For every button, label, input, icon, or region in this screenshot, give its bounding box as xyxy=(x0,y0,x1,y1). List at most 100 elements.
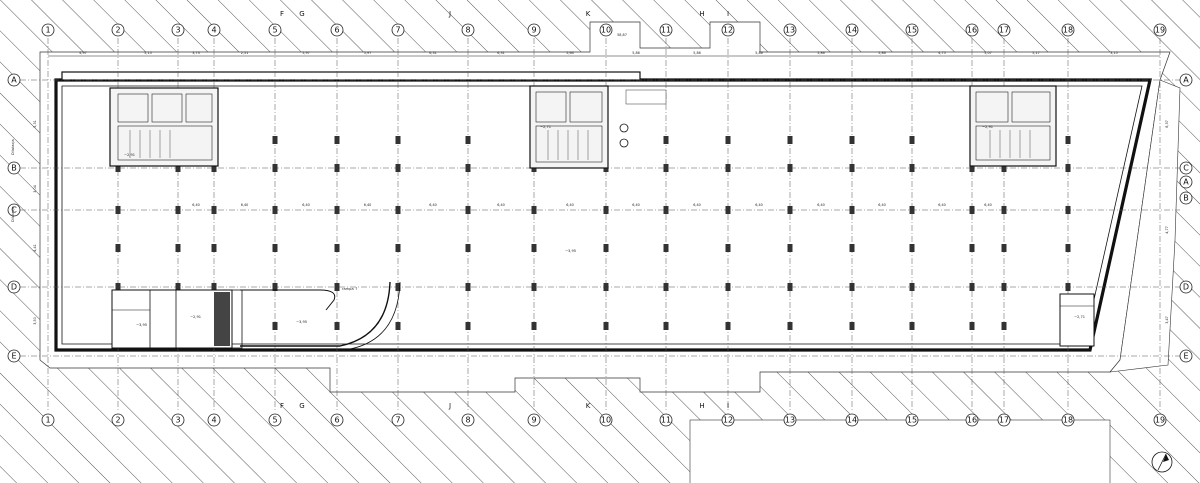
ramp xyxy=(231,281,401,351)
axis-letter-I-top: I xyxy=(727,10,729,18)
structural-column xyxy=(395,322,401,330)
right-street-zone xyxy=(1109,79,1181,373)
axis-bubble-6-top: 6 xyxy=(330,23,344,37)
left-note-2: Dilatacja xyxy=(11,206,15,222)
row-bubble-C-left: C xyxy=(7,203,21,217)
structural-column xyxy=(465,136,471,144)
row-bubble-C-right-1: C xyxy=(1179,161,1193,175)
structural-column xyxy=(663,244,669,252)
svg-text:9: 9 xyxy=(531,26,536,35)
svg-text:E: E xyxy=(1183,352,1188,361)
stair-core-middle xyxy=(529,85,609,169)
svg-text:6: 6 xyxy=(334,26,339,35)
structural-column xyxy=(211,164,217,172)
structural-column xyxy=(603,283,609,291)
dim-right-2: 3,47 xyxy=(1165,316,1169,324)
axis-bubble-5-top: 5 xyxy=(268,23,282,37)
structural-column xyxy=(211,206,217,214)
axis-bubble-8-top: 8 xyxy=(461,23,475,37)
svg-text:18: 18 xyxy=(1063,26,1073,35)
structural-column xyxy=(211,283,217,291)
dim-top-3: 2,51 xyxy=(241,51,249,55)
structural-column xyxy=(787,206,793,214)
row-bubble-D-right-4: D xyxy=(1179,280,1193,294)
svg-text:3: 3 xyxy=(175,26,180,35)
axis-bubble-5-bottom: 5 xyxy=(268,413,282,427)
structural-column xyxy=(395,283,401,291)
row-bubble-A-right-2: A xyxy=(1179,175,1193,189)
structural-column xyxy=(334,244,340,252)
structural-column xyxy=(1065,164,1071,172)
building-outer-wall xyxy=(54,78,1152,352)
dim-bay-12: 6,40 xyxy=(938,203,946,207)
dim-bay-11: 6,40 xyxy=(878,203,886,207)
structural-column xyxy=(465,164,471,172)
structural-column xyxy=(969,322,975,330)
structural-column xyxy=(725,283,731,291)
svg-text:14: 14 xyxy=(847,26,857,35)
svg-text:11: 11 xyxy=(661,26,671,35)
level-note-7: −2,91 xyxy=(190,315,201,319)
structural-column xyxy=(725,206,731,214)
structural-column xyxy=(725,136,731,144)
axis-bubble-11-bottom: 11 xyxy=(659,413,673,427)
dim-left-0: 5,31 xyxy=(33,120,37,128)
structural-column xyxy=(603,206,609,214)
svg-text:7: 7 xyxy=(395,26,400,35)
svg-text:C: C xyxy=(1183,164,1189,173)
axis-bubble-2-bottom: 2 xyxy=(111,413,125,427)
structural-column xyxy=(272,164,278,172)
svg-text:19: 19 xyxy=(1155,416,1165,425)
axis-bubble-10-bottom: 10 xyxy=(599,413,613,427)
structural-column xyxy=(1065,283,1071,291)
axis-letter-J-bottom: J xyxy=(448,402,451,410)
svg-text:10: 10 xyxy=(601,416,611,425)
structural-column xyxy=(969,164,975,172)
structural-column xyxy=(909,206,915,214)
axis-bubble-16-bottom: 16 xyxy=(965,413,979,427)
structural-column xyxy=(175,164,181,172)
top-wall-extension xyxy=(61,71,641,81)
dim-top-9: 5,86 xyxy=(632,51,640,55)
dim-top-2: 3,73 xyxy=(192,51,200,55)
axis-bubble-7-top: 7 xyxy=(391,23,405,37)
svg-text:7: 7 xyxy=(395,416,400,425)
axis-letter-H-top: H xyxy=(699,10,704,18)
dim-top-13: 5,86 xyxy=(878,51,886,55)
svg-text:B: B xyxy=(1183,194,1189,203)
axis-bubble-7-bottom: 7 xyxy=(391,413,405,427)
svg-text:16: 16 xyxy=(967,416,977,425)
structural-column xyxy=(395,164,401,172)
structural-column xyxy=(725,164,731,172)
svg-text:15: 15 xyxy=(907,26,917,35)
structural-column xyxy=(1065,206,1071,214)
structural-column xyxy=(1001,322,1007,330)
stair-core-right xyxy=(969,85,1057,167)
structural-column xyxy=(909,322,915,330)
svg-text:E: E xyxy=(11,352,16,361)
axis-bubble-4-bottom: 4 xyxy=(207,413,221,427)
dim-bay-0: 6,40 xyxy=(192,203,200,207)
dim-left-1: 3,04 xyxy=(33,185,37,193)
dim-top-1: 5,15 xyxy=(144,51,152,55)
structural-column xyxy=(334,136,340,144)
structural-column xyxy=(603,244,609,252)
svg-text:12: 12 xyxy=(723,26,733,35)
stair-core-left xyxy=(109,87,219,167)
structural-column xyxy=(603,322,609,330)
structural-column xyxy=(531,322,537,330)
axis-bubble-8-bottom: 8 xyxy=(461,413,475,427)
vent-circle-2 xyxy=(619,138,629,148)
row-bubble-A-right-0: A xyxy=(1179,73,1193,87)
structural-column xyxy=(272,283,278,291)
structural-column xyxy=(272,244,278,252)
structural-column xyxy=(1001,164,1007,172)
structural-column xyxy=(909,283,915,291)
svg-text:13: 13 xyxy=(785,26,795,35)
svg-text:4: 4 xyxy=(211,26,216,35)
structural-column xyxy=(849,244,855,252)
svg-text:1: 1 xyxy=(45,416,50,425)
structural-column xyxy=(849,283,855,291)
structural-column xyxy=(334,206,340,214)
